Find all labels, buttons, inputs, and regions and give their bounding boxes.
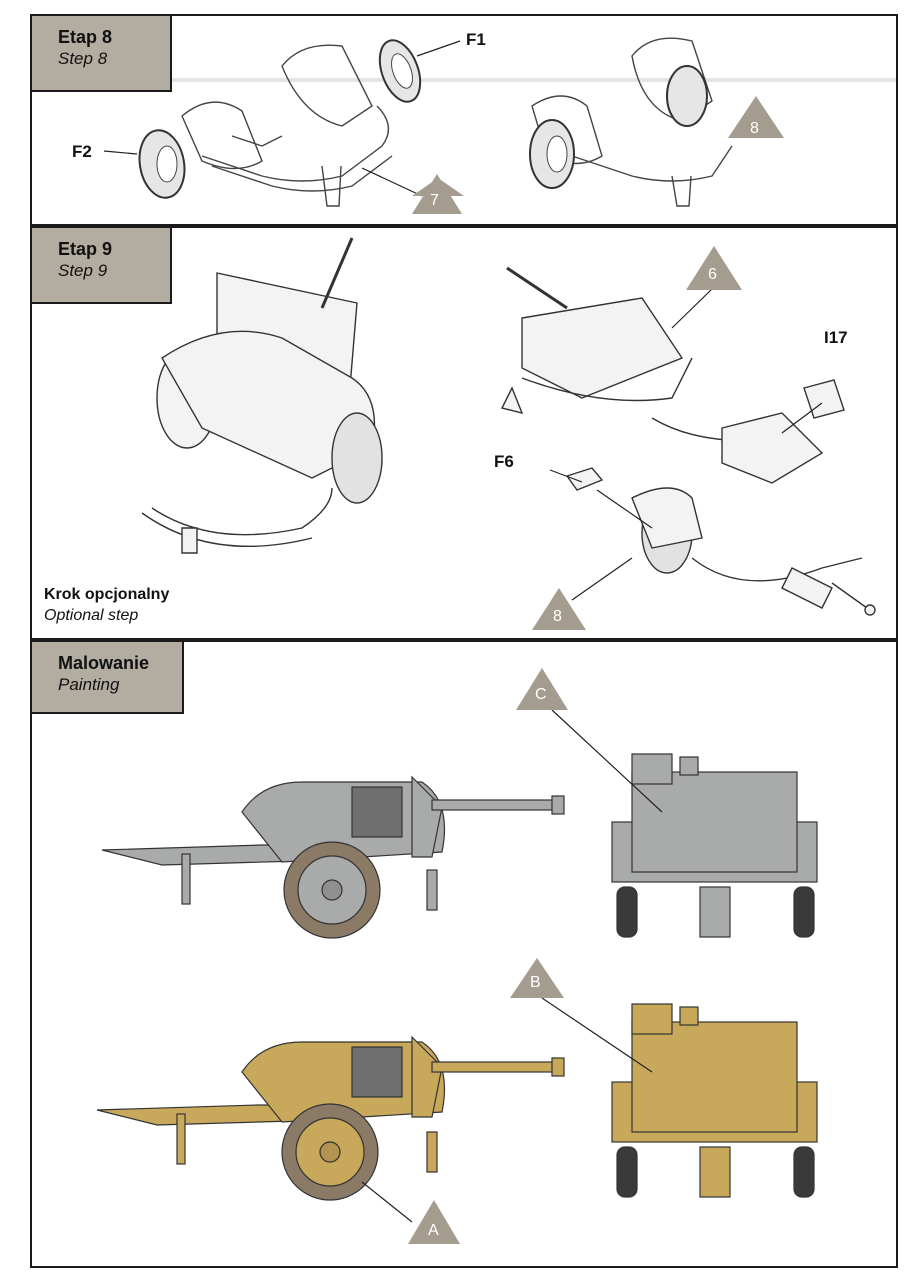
ref-number-8: 8 xyxy=(750,120,759,137)
wheel-f1 xyxy=(378,39,422,103)
gun-side-sand xyxy=(96,1035,565,1201)
step-8-title: Etap 8 xyxy=(58,27,113,47)
gun-front-grey xyxy=(611,753,818,938)
optional-step-pl: Krok opcjonalny xyxy=(44,586,170,603)
wheel-assembled-left xyxy=(529,119,575,189)
ref-triangle-8b xyxy=(532,588,586,630)
part-label-f1: F1 xyxy=(466,30,486,49)
gun-side-grey xyxy=(101,775,565,939)
optional-step-note: Krok opcjonalny Optional step xyxy=(44,584,169,626)
gun-exploded xyxy=(500,266,876,616)
painting-panel: Malowanie Painting C B A xyxy=(30,640,898,1268)
wheel-f2 xyxy=(138,129,186,199)
ref-triangle-7 xyxy=(412,174,464,214)
scheme-triangle-c xyxy=(516,668,568,710)
step-9-subtitle: Step 9 xyxy=(58,261,108,280)
painting-subtitle: Painting xyxy=(58,675,120,694)
part-f6 xyxy=(565,467,604,491)
wheel-assembled-right xyxy=(666,65,708,127)
step-9-header: Etap 9 Step 9 xyxy=(32,228,172,304)
scheme-label-b: B xyxy=(530,974,541,991)
painting-title: Malowanie xyxy=(58,653,150,673)
painting-header: Malowanie Painting xyxy=(32,642,184,714)
scheme-triangle-b xyxy=(510,958,564,998)
gun-assembled xyxy=(141,237,383,554)
ref-number-7: 7 xyxy=(430,192,439,209)
optional-step-en: Optional step xyxy=(44,607,139,624)
gun-front-sand xyxy=(611,1003,818,1198)
ref-triangle-8 xyxy=(728,96,784,138)
part-label-f6: F6 xyxy=(494,452,514,471)
ref-number-8b: 8 xyxy=(553,608,562,625)
step-9-title: Etap 9 xyxy=(58,239,113,259)
step-9-panel: Etap 9 Step 9 I17 F6 6 8 Krok opcjonalny… xyxy=(30,226,898,640)
step-9-illustration xyxy=(141,237,876,630)
scheme-label-c: C xyxy=(535,686,547,703)
part-label-f2: F2 xyxy=(72,142,92,161)
step-8-subtitle: Step 8 xyxy=(58,49,108,68)
scheme-label-a: A xyxy=(428,1222,439,1239)
step-8-panel: Etap 8 Step 8 F1 F2 7 8 xyxy=(30,14,898,226)
painting-illustration xyxy=(96,668,818,1244)
ref-triangle-6 xyxy=(686,246,742,290)
step-8-header: Etap 8 Step 8 xyxy=(32,16,172,92)
chassis-exploded xyxy=(181,44,393,207)
ref-number-6: 6 xyxy=(708,266,717,283)
step-8-illustration xyxy=(32,37,896,214)
scheme-triangle-a xyxy=(408,1200,460,1244)
part-label-i17: I17 xyxy=(824,328,848,347)
